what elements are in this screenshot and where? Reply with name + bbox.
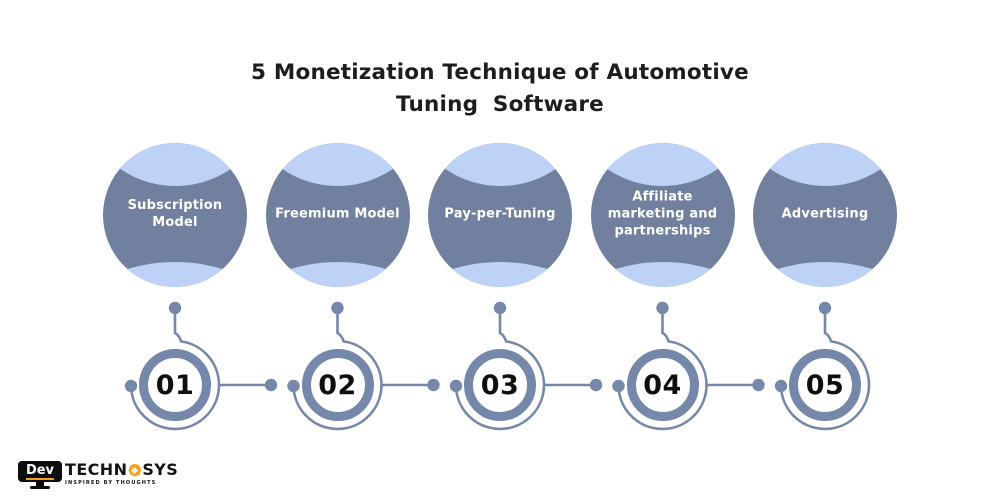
step-number-badge-1: 01 bbox=[139, 349, 211, 421]
bubble-top-cap bbox=[590, 143, 735, 186]
logo-tagline: INSPIRED BY THOUGHTS bbox=[65, 480, 157, 486]
title-highlight: Automotive bbox=[606, 60, 749, 85]
bubble-top-cap bbox=[753, 143, 897, 186]
step-number-badge-4: 04 bbox=[626, 349, 699, 421]
step-number: 05 bbox=[805, 369, 845, 401]
logo: Dev TECHN SYS INSPIRED BY THOUGHTS bbox=[18, 461, 178, 489]
bubble-bottom-cap bbox=[265, 262, 410, 287]
topic-bubble-1: Subscription Model bbox=[103, 143, 247, 287]
bubble-top-cap bbox=[428, 143, 572, 186]
logo-monitor-text: Dev bbox=[25, 462, 55, 480]
step-number-badge-2: 02 bbox=[301, 349, 374, 421]
step-number: 03 bbox=[480, 369, 520, 401]
bubble-bottom-cap bbox=[103, 262, 247, 287]
bubble-label-1: Subscription Model bbox=[127, 198, 223, 230]
bubble-label-4: Affiliate marketing and partnerships bbox=[607, 189, 718, 239]
badge-connector-line bbox=[542, 377, 604, 393]
badge-connector-line bbox=[217, 377, 279, 393]
step-number-badge-5: 05 bbox=[789, 349, 861, 421]
page-title: 5 Monetization Technique of Automotive T… bbox=[0, 57, 1000, 121]
step-number-badge-3: 03 bbox=[464, 349, 536, 421]
badge-connector-line bbox=[705, 377, 767, 393]
badge-connector-line bbox=[380, 377, 442, 393]
logo-brand: TECHN SYS INSPIRED BY THOUGHTS bbox=[65, 461, 178, 487]
monitor-base bbox=[30, 486, 50, 489]
title-prefix: 5 Monetization Technique of bbox=[251, 60, 607, 85]
bubble-bottom-cap bbox=[753, 262, 897, 287]
step-number: 02 bbox=[318, 369, 357, 401]
monitor-icon: Dev bbox=[18, 461, 62, 489]
logo-name-part2: SYS bbox=[142, 460, 179, 479]
topic-bubble-5: Advertising bbox=[753, 143, 897, 287]
bubble-bottom-cap bbox=[590, 262, 735, 287]
logo-name-part1: TECHN bbox=[65, 460, 128, 479]
bubble-top-cap bbox=[265, 143, 410, 186]
monitor-stand bbox=[36, 482, 44, 486]
topic-bubble-4: Affiliate marketing and partnerships bbox=[590, 143, 735, 287]
step-number: 04 bbox=[643, 369, 682, 401]
title-line-1: 5 Monetization Technique of Automotive bbox=[0, 57, 1000, 89]
bubble-top-cap bbox=[103, 143, 247, 186]
topic-bubble-3: Pay-per-Tuning bbox=[428, 143, 572, 287]
bubble-label-3: Pay-per-Tuning bbox=[444, 206, 556, 222]
bubble-bottom-cap bbox=[428, 262, 572, 287]
bubble-label-5: Advertising bbox=[781, 206, 869, 222]
logo-name: TECHN SYS bbox=[65, 461, 178, 479]
bubble-label-2: Freemium Model bbox=[275, 206, 400, 222]
topic-bubble-2: Freemium Model bbox=[265, 143, 410, 287]
gear-icon bbox=[128, 463, 142, 477]
step-number: 01 bbox=[155, 369, 195, 401]
title-line-2: Tuning Software bbox=[396, 92, 604, 117]
